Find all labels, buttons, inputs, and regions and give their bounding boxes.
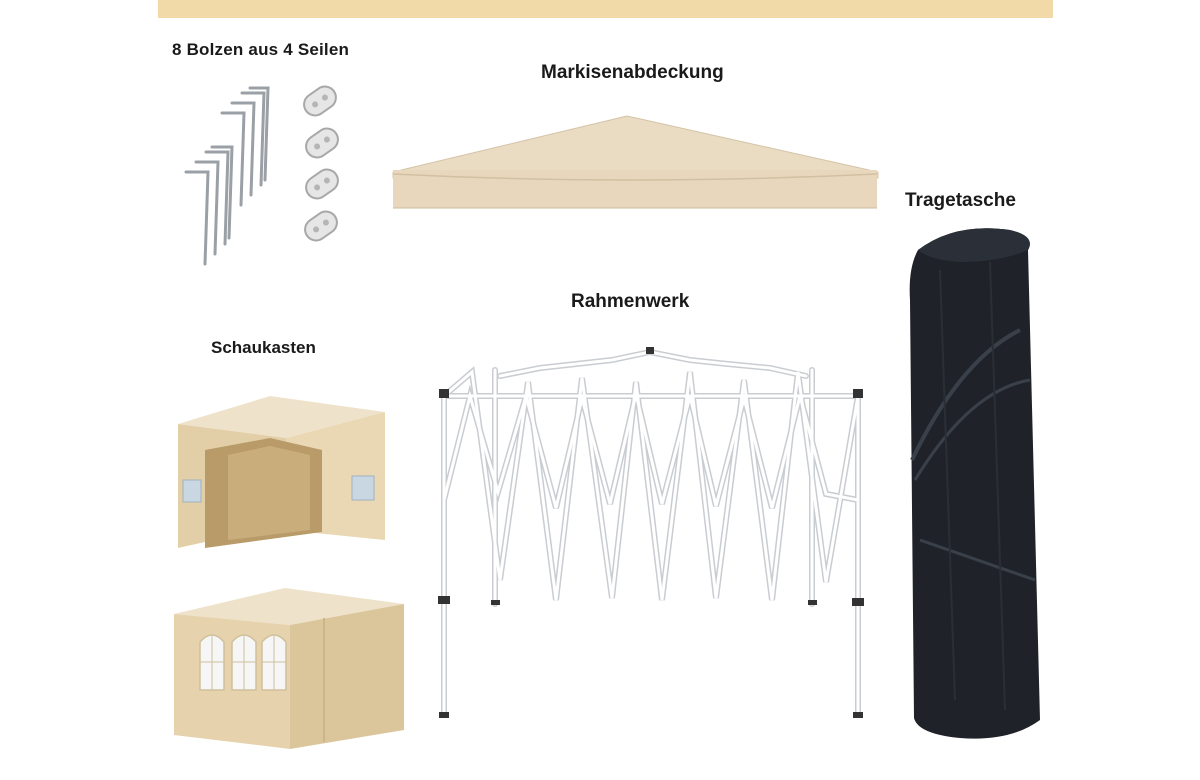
tent-stakes-image [184, 86, 270, 266]
bolts-label: 8 Bolzen aus 4 Seilen [172, 40, 350, 59]
showcase-tent-closed-image [174, 588, 404, 749]
showcase-tent-open-image [178, 396, 385, 548]
folding-frame-image [438, 347, 864, 718]
showcase-label: Schaukasten [211, 338, 316, 357]
bag-label: Tragetasche [905, 190, 1016, 211]
carry-bag-image [909, 228, 1040, 739]
canopy-cover-image [392, 115, 879, 209]
top-color-band [158, 0, 1053, 18]
rope-tensioners-image [303, 85, 339, 242]
canopy-label: Markisenabdeckung [541, 62, 724, 83]
frame-label: Rahmenwerk [571, 291, 690, 312]
